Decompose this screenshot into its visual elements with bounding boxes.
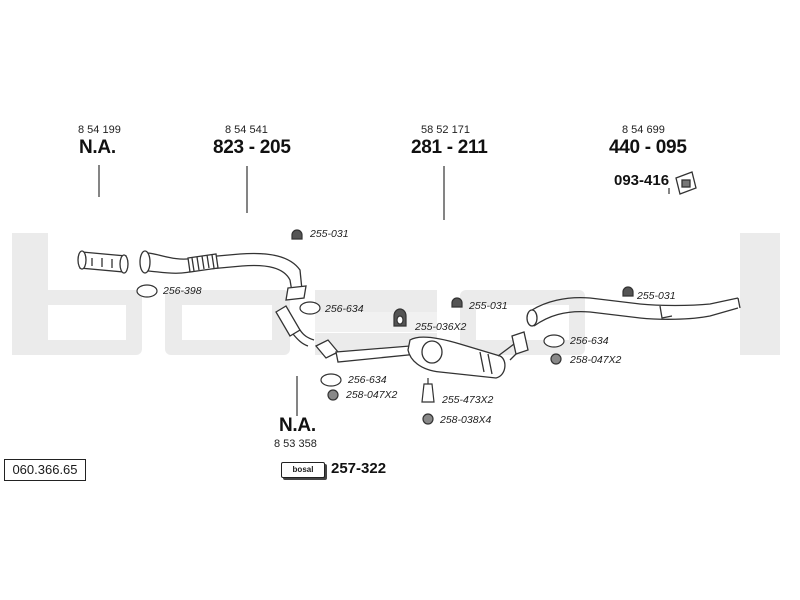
part-number-middle-silencer: 281 - 211 [411,137,488,158]
ref-255-031-middle: 255-031 [469,300,508,312]
part-number-lower-na: N.A. [279,415,316,436]
oem-number-front-pipe: 8 54 541 [225,124,268,136]
ref-256-634-front: 256-634 [325,303,364,315]
oem-number-lower: 8 53 358 [274,438,317,450]
ref-256-634-lower: 256-634 [348,374,387,386]
ref-258-047x2-rear: 258-047X2 [570,354,622,366]
oem-number-middle: 58 52 171 [421,124,470,136]
part-number-rear-silencer: 440 - 095 [609,137,687,158]
ref-258-038x4: 258-038X4 [440,414,492,426]
oem-number-front: 8 54 199 [78,124,121,136]
ref-256-398: 256-398 [163,285,202,297]
rear-pipe [526,296,741,327]
oem-number-rear: 8 54 699 [622,124,665,136]
nuts [327,353,562,425]
front-pipe [139,250,307,301]
part-number-front-na: N.A. [79,137,116,158]
ref-256-634-rear: 256-634 [570,335,609,347]
connecting-pipe [275,305,315,347]
rear-hanger [675,171,697,195]
part-number-rear-hanger: 093-416 [614,172,670,189]
front-downpipe [77,250,129,274]
part-number-fitting-kit: 257-322 [331,460,387,477]
document-code: 060.366.65 [4,459,86,481]
fitting-kit-brand-logo: bosal [281,462,325,478]
ref-255-031-front: 255-031 [310,228,349,240]
ref-255-473x2: 255-473X2 [442,394,494,406]
rubber-mounts [291,229,634,403]
part-number-front-pipe: 823 - 205 [213,137,291,158]
leader-lines [98,165,670,416]
ref-258-047x2-lower: 258-047X2 [346,389,398,401]
ref-255-031-rear: 255-031 [637,290,676,302]
gaskets [136,284,565,387]
middle-silencer [314,331,529,379]
ref-255-036x2: 255-036X2 [415,321,467,333]
